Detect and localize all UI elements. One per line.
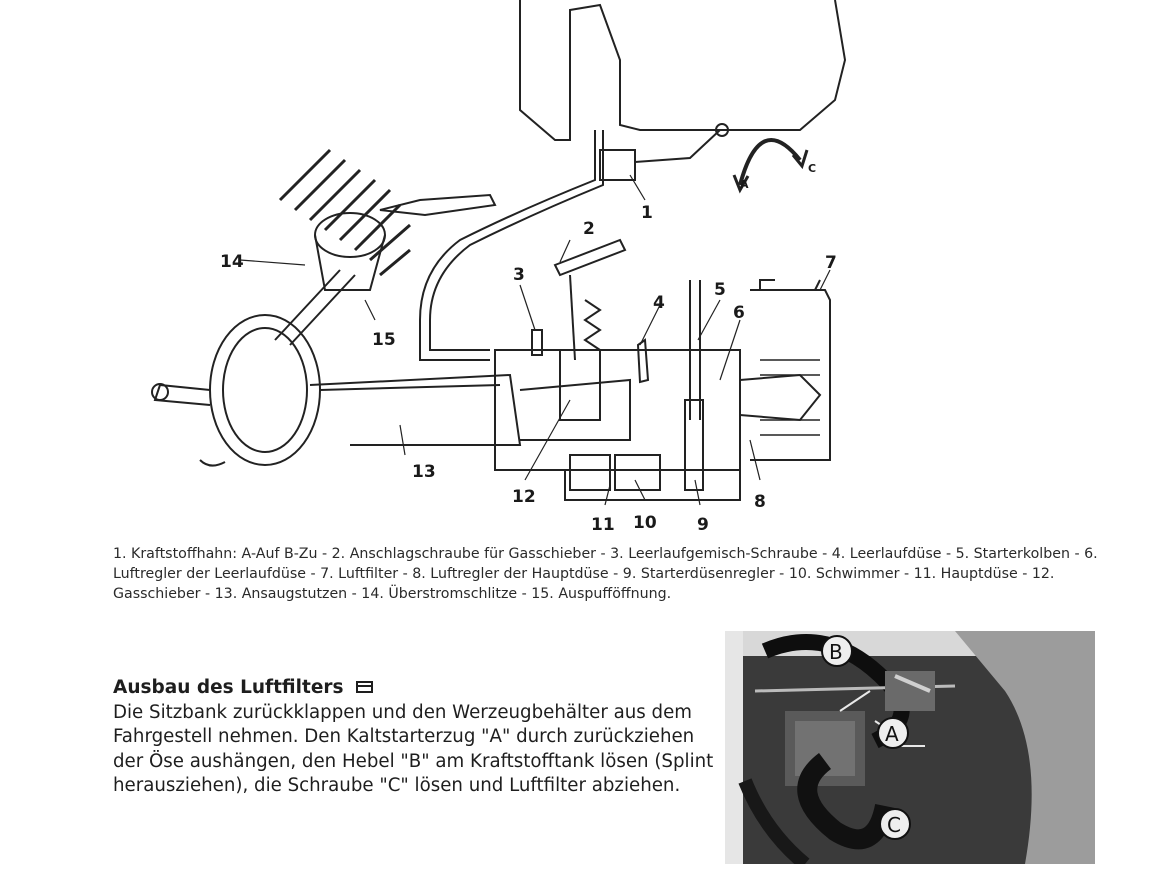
label-14: 14 — [220, 252, 244, 272]
label-3: 3 — [513, 265, 525, 285]
photo-label-c: C — [887, 813, 901, 837]
label-13: 13 — [412, 462, 436, 482]
arrow-label-a: A — [740, 178, 749, 191]
label-7: 7 — [825, 253, 837, 273]
section-body: Die Sitzbank zurückklappen und den Werze… — [113, 701, 714, 797]
label-12: 12 — [512, 487, 536, 507]
label-5: 5 — [714, 280, 726, 300]
label-9: 9 — [697, 515, 709, 535]
label-4: 4 — [653, 293, 665, 313]
label-15: 15 — [372, 330, 396, 350]
label-10: 10 — [633, 513, 657, 533]
carburetor-diagram: 1 2 3 4 5 6 7 8 9 10 11 12 13 14 15 A C — [151, 0, 847, 535]
label-8: 8 — [754, 492, 766, 512]
engine-photo: B A C — [725, 631, 1095, 864]
label-2: 2 — [583, 219, 595, 239]
air-filter-section: Ausbau des Luftfilters Die Sitzbank zurü… — [113, 676, 723, 799]
label-11: 11 — [591, 515, 615, 535]
photo-label-b: B — [829, 640, 843, 664]
photo-label-a: A — [885, 722, 899, 746]
arrow-label-c: C — [808, 162, 816, 175]
diagram-caption: 1. Kraftstoffhahn: A-Auf B-Zu - 2. Ansch… — [113, 546, 1098, 602]
label-6: 6 — [733, 303, 745, 323]
section-title: Ausbau des Luftfilters — [113, 677, 344, 698]
document-icon[interactable] — [355, 681, 373, 693]
label-1: 1 — [641, 203, 653, 223]
